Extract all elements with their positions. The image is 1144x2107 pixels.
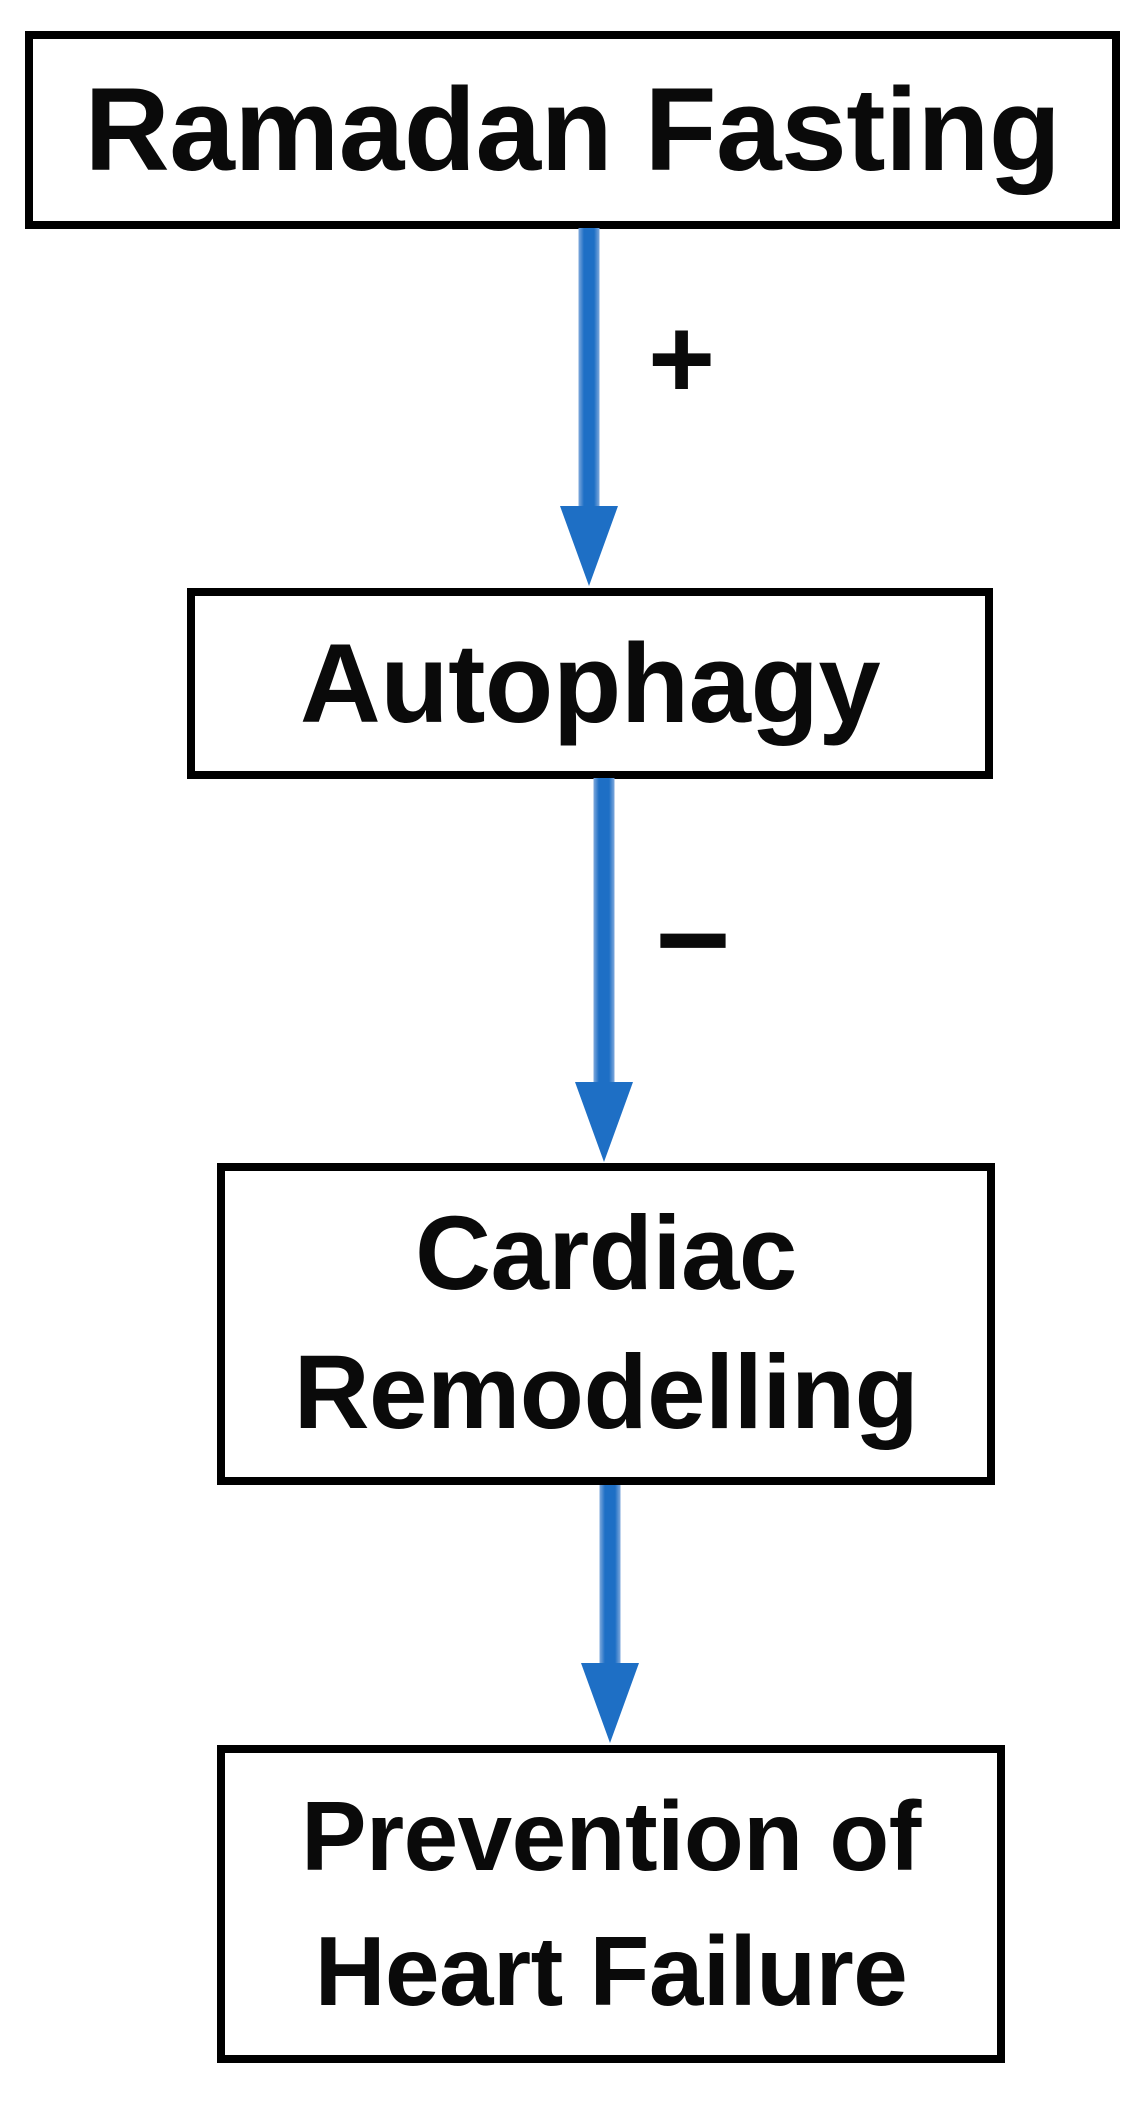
node-label-line: Heart Failure bbox=[314, 1916, 908, 2026]
node-cardiac-remodelling: Cardiac Remodelling bbox=[217, 1163, 995, 1485]
node-prevention-heart-failure: Prevention of Heart Failure bbox=[217, 1745, 1005, 2063]
node-label-line: Autophagy bbox=[299, 621, 881, 746]
arrow-head bbox=[581, 1663, 639, 1743]
node-ramadan-fasting: Ramadan Fasting bbox=[25, 31, 1120, 229]
node-label-line: Remodelling bbox=[293, 1334, 919, 1451]
down-arrow-2-icon bbox=[575, 778, 633, 1162]
arrow-head bbox=[575, 1082, 633, 1162]
arrow-shaft bbox=[599, 1485, 621, 1665]
down-arrow-1-icon bbox=[560, 228, 618, 586]
edge-sign-plus: + bbox=[648, 295, 716, 423]
arrow-shaft bbox=[593, 778, 615, 1084]
edge-sign-minus: − bbox=[655, 866, 731, 1012]
node-label-line: Cardiac bbox=[415, 1195, 797, 1313]
node-label-line: Prevention of bbox=[301, 1780, 921, 1891]
node-autophagy: Autophagy bbox=[187, 588, 993, 779]
node-label-line: Ramadan Fasting bbox=[84, 64, 1061, 196]
down-arrow-3-icon bbox=[581, 1485, 639, 1743]
arrow-shaft bbox=[578, 228, 600, 508]
arrow-head bbox=[560, 506, 618, 586]
